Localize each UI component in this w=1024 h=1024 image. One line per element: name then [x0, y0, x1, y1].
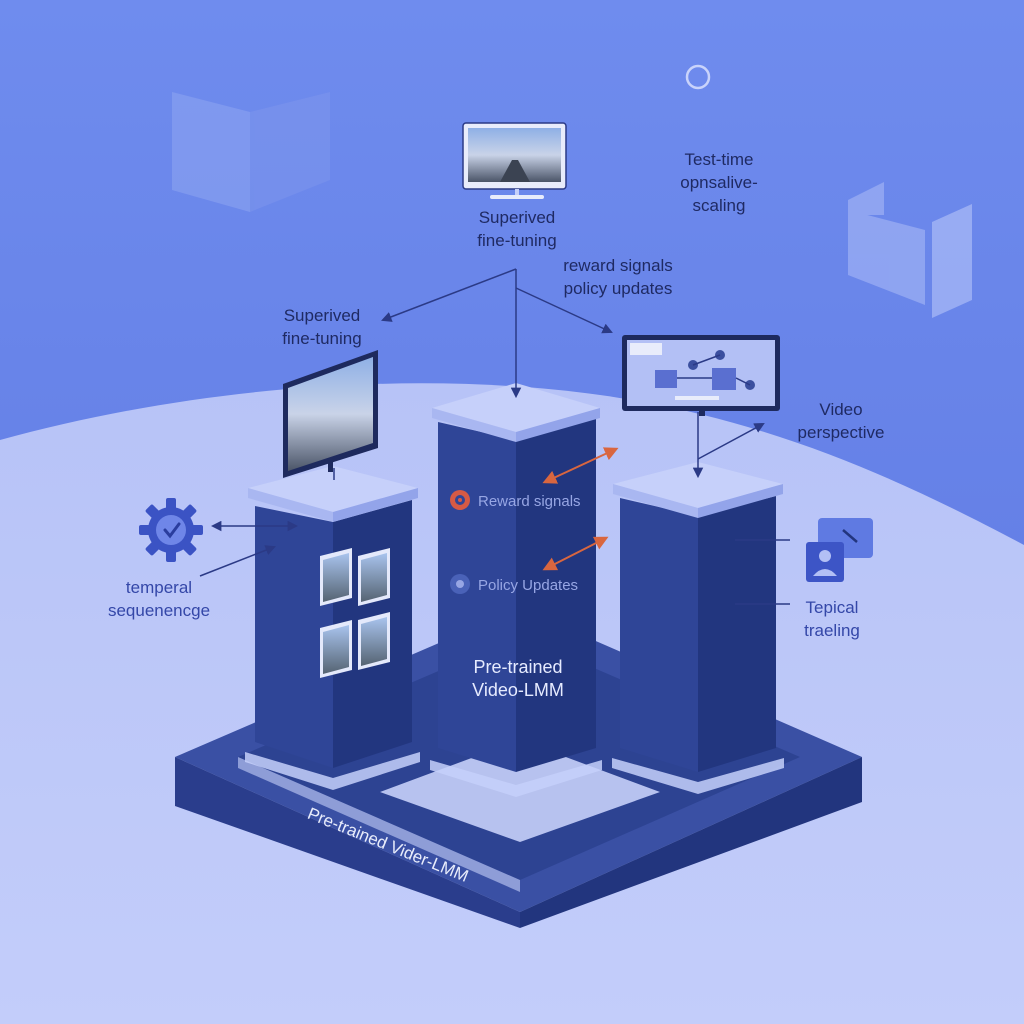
label-reward-signals: Reward signals	[478, 493, 581, 510]
decor-ring	[685, 64, 711, 90]
target-icon	[450, 490, 470, 510]
label-topical-tracking: Tepical traeling	[804, 598, 860, 640]
feedback-arrows	[542, 447, 619, 571]
frame-thumbnails	[320, 548, 390, 678]
frame-thumbnail	[320, 548, 352, 606]
policy-icon	[450, 574, 470, 594]
label-video-perspective: Video perspective	[797, 400, 885, 442]
monitor-icon	[622, 335, 780, 416]
frame-thumbnail	[358, 548, 390, 606]
frame-thumbnail	[358, 612, 390, 670]
gear-icon	[139, 498, 203, 562]
chat-icon	[806, 518, 873, 582]
label-test-time-scaling: Test-time opnsalive- scaling	[680, 150, 758, 215]
pillar-middle	[430, 383, 602, 797]
label-sft-top: Superived fine-tuning	[477, 208, 557, 250]
monitor-icon	[462, 122, 567, 199]
label-pretrained-pillar: Pre-trained Video-LMM	[472, 657, 564, 700]
decor-cube-right	[848, 182, 972, 318]
pillar-right	[612, 462, 784, 794]
label-policy-updates: Policy Updates	[478, 577, 579, 594]
connector-arrows	[199, 268, 790, 605]
frame-thumbnail	[320, 620, 352, 678]
label-temporal-sequence: temperal sequenencge	[107, 578, 211, 620]
label-reward-policy: reward signals policy updates	[563, 256, 673, 298]
label-sft-left: Superived fine-tuning	[282, 306, 362, 348]
decor-cube-left	[172, 92, 330, 212]
monitor-icon	[283, 350, 378, 478]
